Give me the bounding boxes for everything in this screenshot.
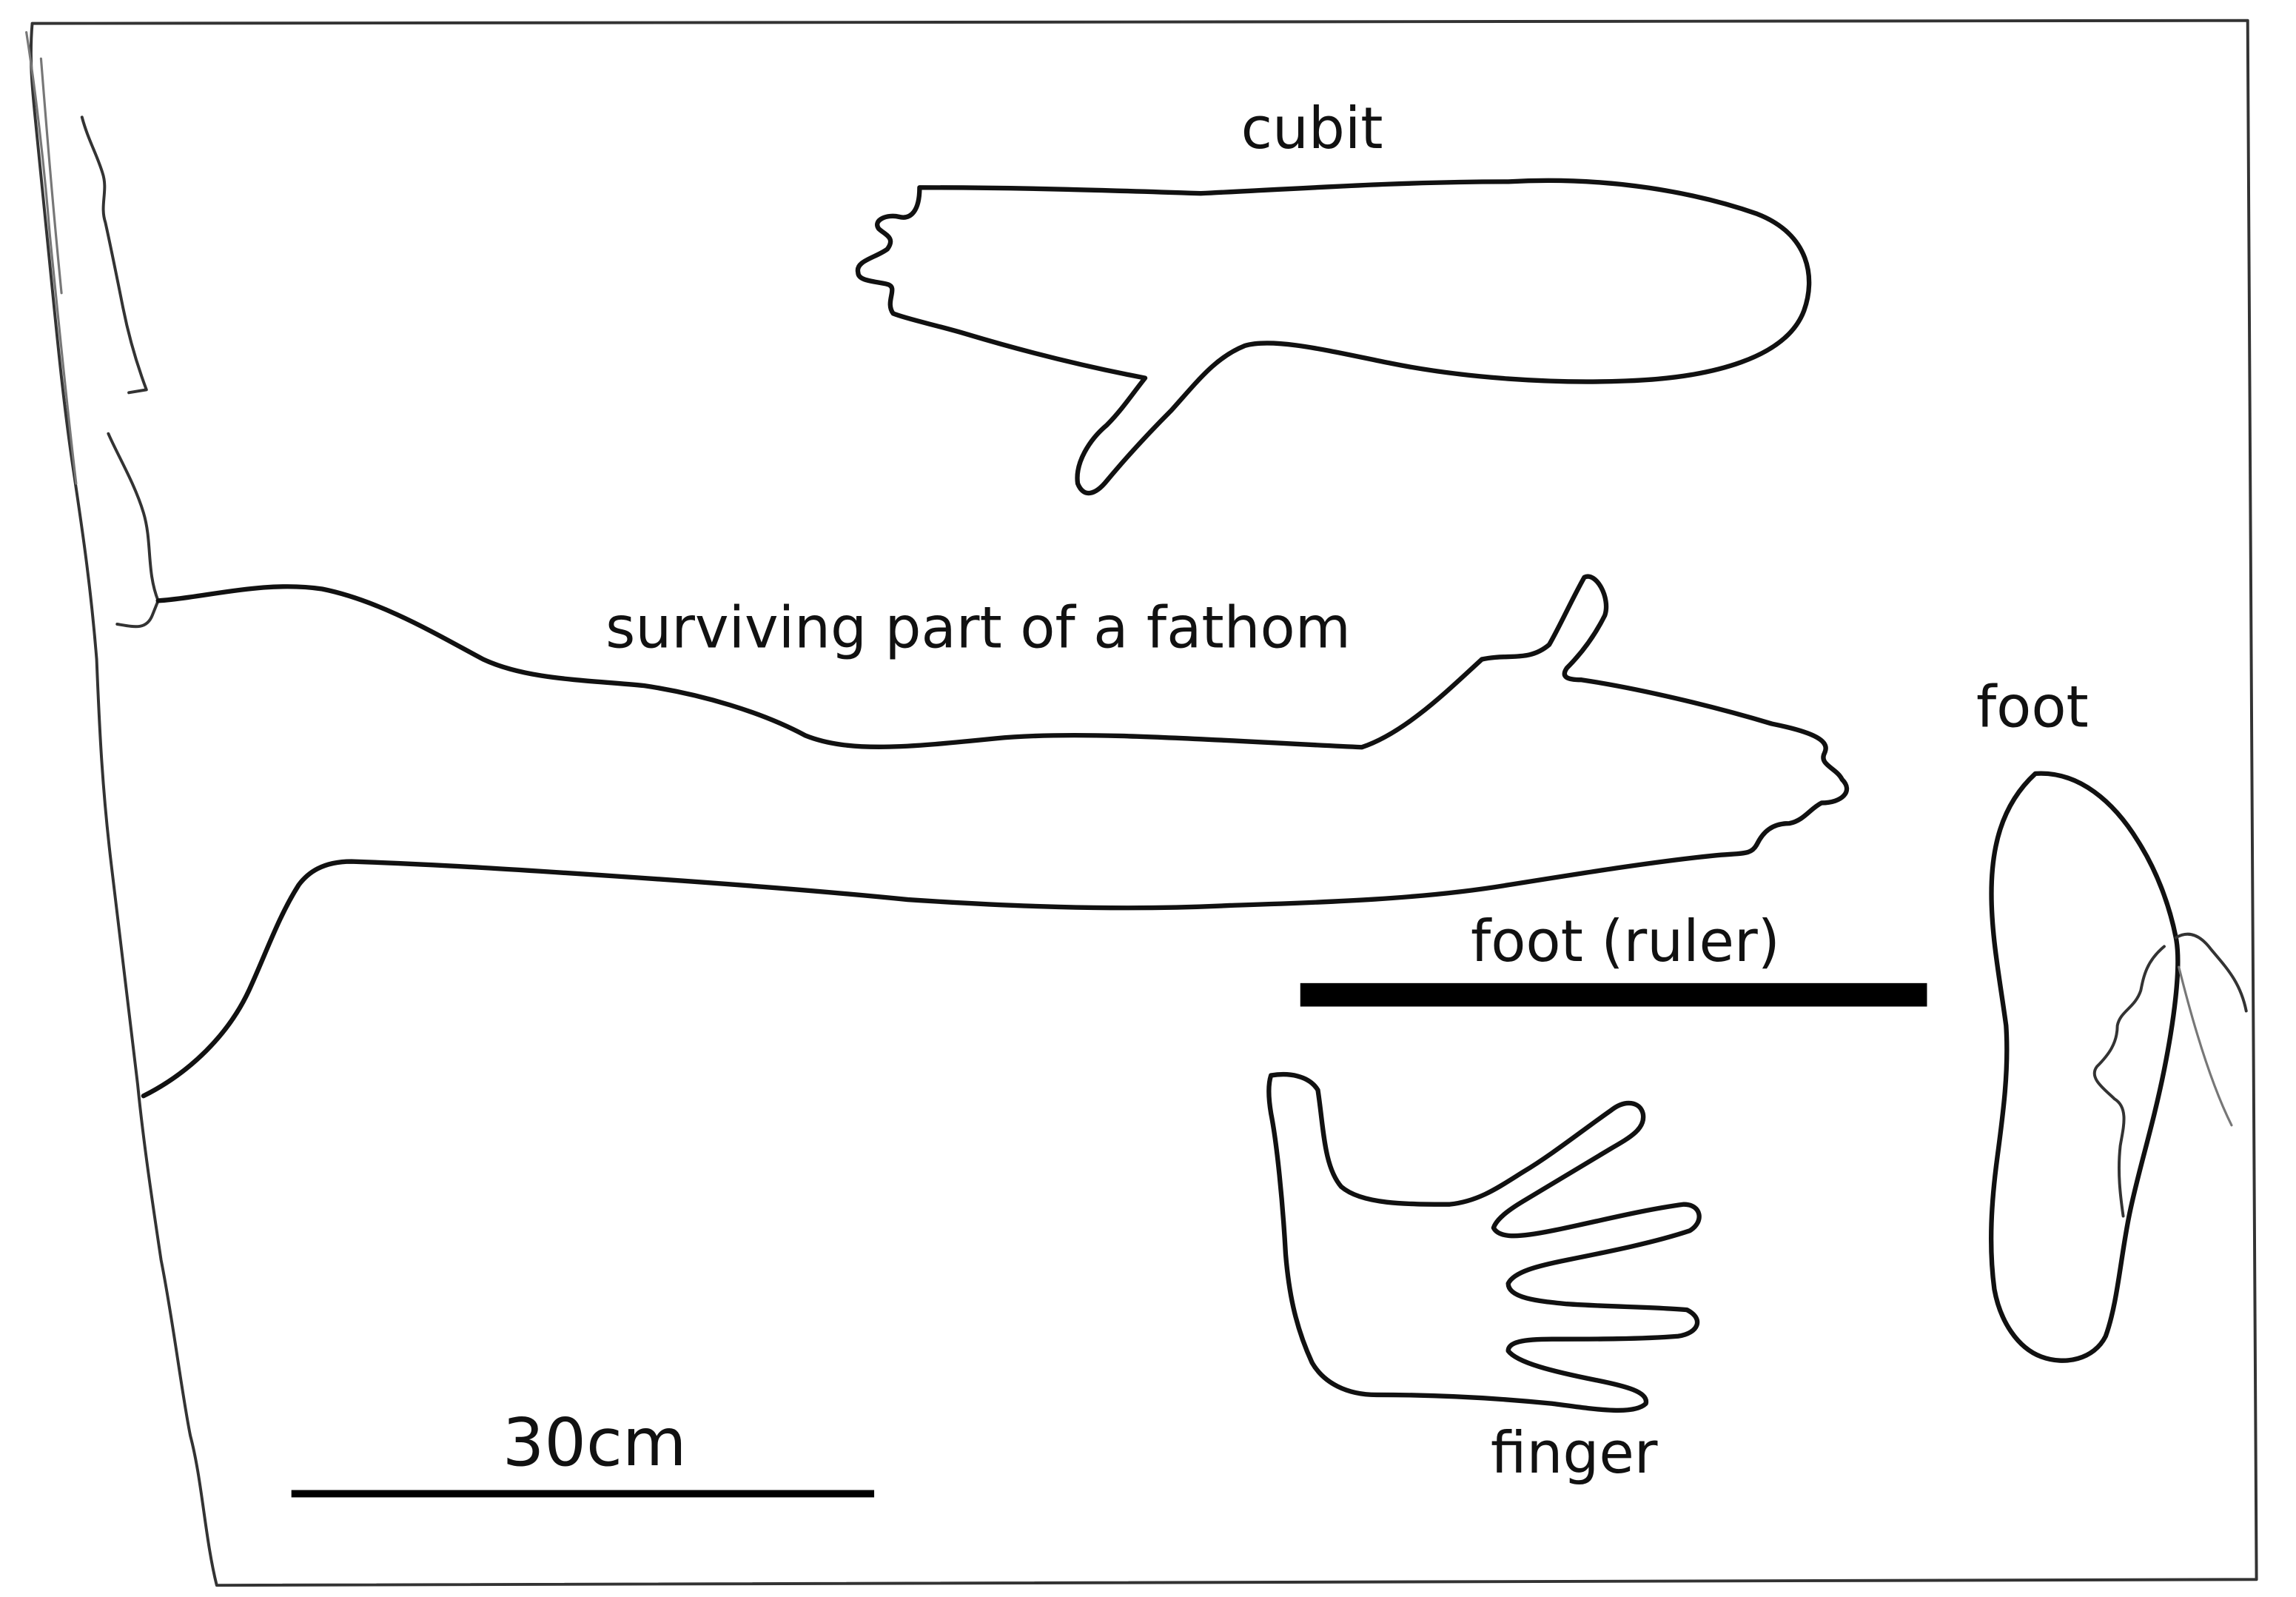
broken-edge-fragments (80, 115, 160, 629)
label-cubit: cubit (1241, 96, 1383, 162)
fathom-figure (141, 574, 1849, 1099)
label-fathom: surviving part of a fathom (605, 595, 1351, 662)
foot-figure (1989, 771, 2248, 1363)
label-foot-ruler: foot (ruler) (1471, 908, 1780, 975)
foot-ruler-bar (1300, 982, 1927, 1007)
label-scale: 30cm (503, 1404, 687, 1481)
scale-bar (291, 1490, 875, 1498)
label-finger: finger (1491, 1420, 1658, 1487)
hand-figure (1266, 1071, 1702, 1413)
slab-outline (25, 19, 2258, 1587)
cubit-figure (855, 178, 1812, 496)
label-foot: foot (1976, 674, 2089, 741)
